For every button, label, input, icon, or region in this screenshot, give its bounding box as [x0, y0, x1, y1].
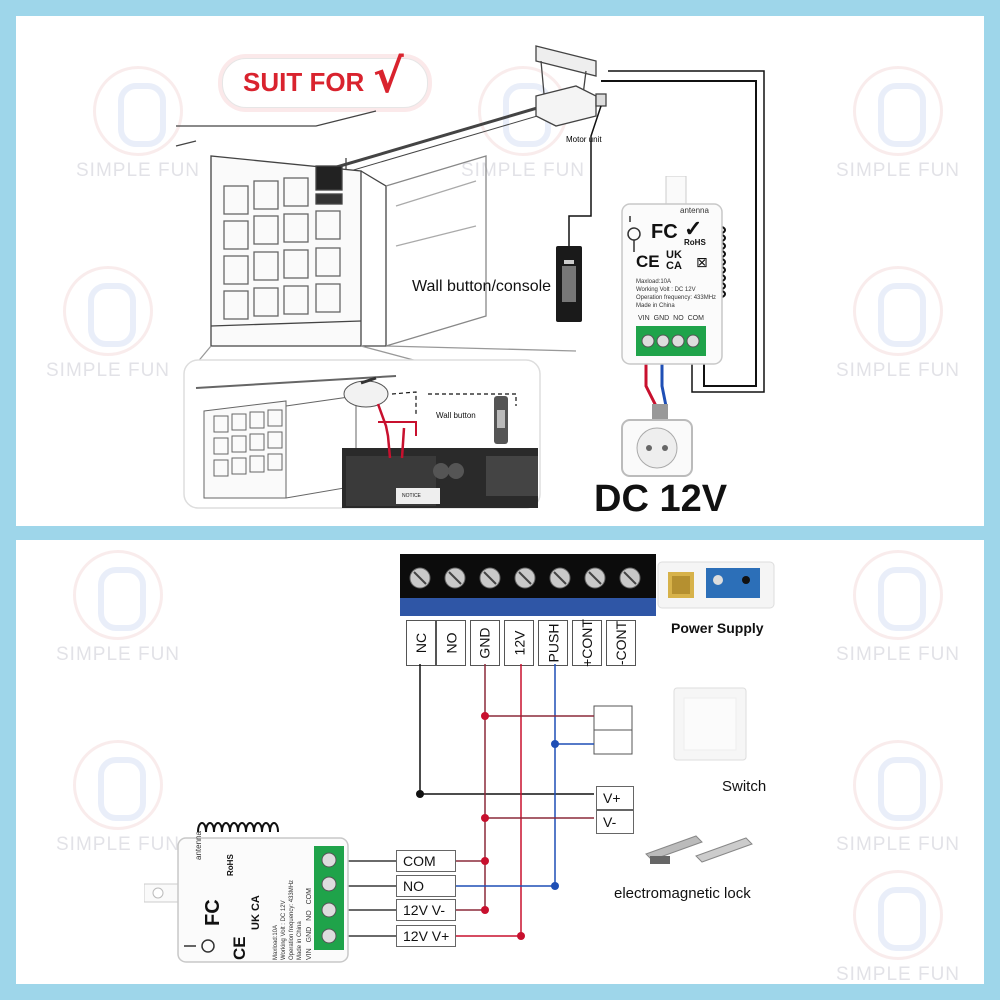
- check-mark-icon: √: [373, 49, 404, 103]
- switch-label: Switch: [722, 778, 767, 795]
- relay-top-terminal-labels: VIN GND NO COM: [638, 315, 704, 322]
- relay-bottom-antenna-label: antenna: [194, 831, 203, 860]
- weee-bin-icon: ⊠: [696, 255, 708, 271]
- wall-button-console-label: Wall button/console: [412, 278, 552, 295]
- fc-mark: FC: [202, 899, 224, 926]
- garage-illustration: Motor unit: [175, 45, 765, 509]
- electromagnetic-lock-label: electromagnetic lock: [614, 885, 751, 902]
- relay-terminal-com: COM: [396, 850, 456, 872]
- ukca-mark: UK CA: [666, 249, 682, 272]
- lock-terminal-v-plus: V+: [596, 786, 634, 810]
- inset-wall-button-label: Wall button: [436, 411, 476, 420]
- terminal-label-no: NO: [436, 620, 466, 666]
- terminal-label-vin: VIN: [638, 315, 650, 322]
- wall-switch: [673, 687, 747, 761]
- terminal-block: [400, 554, 656, 616]
- relay-terminal-12v-minus: 12V V-: [396, 899, 456, 921]
- terminal-label-no: NO: [306, 910, 313, 921]
- relay-module-top: [621, 176, 723, 365]
- terminal-label-com: COM: [687, 315, 704, 322]
- fc-mark: FC: [651, 221, 678, 243]
- terminal-label-gnd: GND: [306, 926, 313, 943]
- antenna-coil: [715, 225, 726, 299]
- relay-terminal-12v-plus: 12V V+: [396, 925, 456, 947]
- relay-spec-block: Maxload:10A Working Volt : DC 12V Operat…: [636, 278, 726, 310]
- terminal-label-nc: NC: [406, 620, 436, 666]
- terminal-label-gnd: GND: [653, 315, 670, 322]
- power-supply-label: Power Supply: [671, 620, 764, 636]
- dc-12v-label: DC 12V: [594, 478, 728, 520]
- spec-line: Maxload:10A: [273, 924, 279, 960]
- relay-bottom-terminal-labels: VIN GND NO COM: [306, 888, 313, 960]
- wiring-diagram: [197, 664, 633, 940]
- ukca-mark: UK CA: [250, 895, 262, 930]
- electromagnetic-lock: [645, 835, 753, 864]
- terminal-label-gnd: GND: [470, 620, 500, 666]
- spec-line: Made in China: [297, 921, 303, 960]
- terminal-label-plus-cont: +CONT: [572, 619, 602, 667]
- terminal-label-12v: 12V: [504, 620, 534, 666]
- relay-module-bottom: [144, 837, 349, 963]
- check-mark-icon: ✓: [684, 216, 703, 241]
- suit-for-badge: SUIT FOR √: [222, 49, 428, 108]
- inset-notice-label: NOTICE: [402, 493, 422, 499]
- terminal-label-push: PUSH: [538, 620, 568, 666]
- power-supply-board: [657, 561, 775, 609]
- spec-line: Working Volt : DC 12V: [281, 900, 287, 960]
- relay-terminal-no: NO: [396, 875, 456, 897]
- spec-line: Working Volt : DC 12V: [636, 287, 696, 293]
- rohs-mark: RoHS: [226, 854, 235, 876]
- spec-line: Maxload:10A: [636, 279, 672, 285]
- terminal-label-vin: VIN: [306, 948, 313, 960]
- rohs-mark: RoHS: [684, 238, 706, 247]
- ce-mark: CE: [636, 252, 660, 271]
- motor-unit-label: Motor unit: [566, 135, 602, 144]
- spec-line: Made in China: [636, 303, 675, 309]
- bottom-panel: SIMPLE FUN SIMPLE FUN SIMPLE FUN SIMPLE …: [16, 540, 984, 984]
- lock-terminal-v-minus: V-: [596, 810, 634, 834]
- antenna-coil: [197, 822, 279, 833]
- ce-mark: CE: [230, 936, 249, 960]
- spec-line: Operation frequency: 433MHz: [636, 295, 717, 301]
- top-panel: SIMPLE FUN SIMPLE FUN SIMPLE FUN SIMPLE …: [16, 16, 984, 526]
- spec-line: Operation frequency: 433MHz: [289, 879, 295, 960]
- relay-spec-block: Maxload:10A Working Volt : DC 12V Operat…: [272, 850, 304, 960]
- relay-top-antenna-label: antenna: [680, 206, 709, 215]
- terminal-label-minus-cont: -CONT: [606, 620, 636, 666]
- terminal-label-no: NO: [673, 315, 684, 322]
- badge-text: SUIT FOR: [243, 67, 365, 97]
- terminal-label-com: COM: [306, 888, 313, 905]
